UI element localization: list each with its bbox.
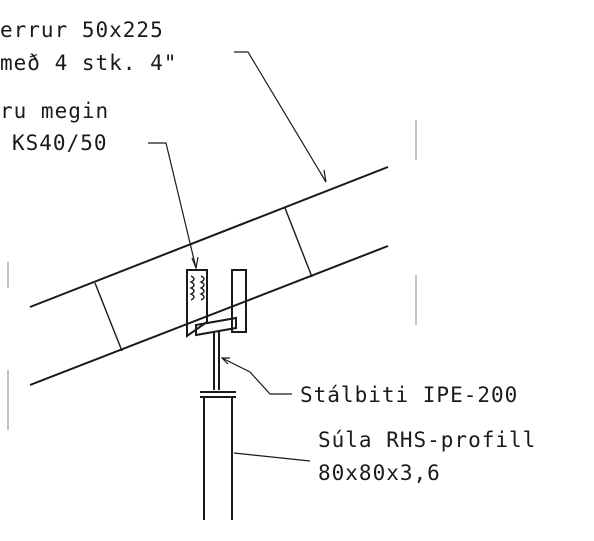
column-rhs [203,398,233,520]
rafter [29,166,389,386]
reference-lines [7,120,417,430]
beam-label: Stálbiti IPE-200 [300,383,518,407]
column-label-line2: 80x80x3,6 [318,461,441,485]
rafter-label-line2: með 4 stk. 4" [0,51,177,75]
steel-beam-ipe200 [195,316,237,398]
leader-lines [148,51,327,462]
bracket-label-line1: ru megin [0,99,109,123]
rafter-label-line1: errur 50x225 [0,18,164,42]
joist-hanger-left [186,269,208,338]
column-label-line1: Súla RHS-profill [318,428,536,452]
joist-hanger-right [231,269,247,333]
bracket-label-line2: KS40/50 [12,131,108,155]
